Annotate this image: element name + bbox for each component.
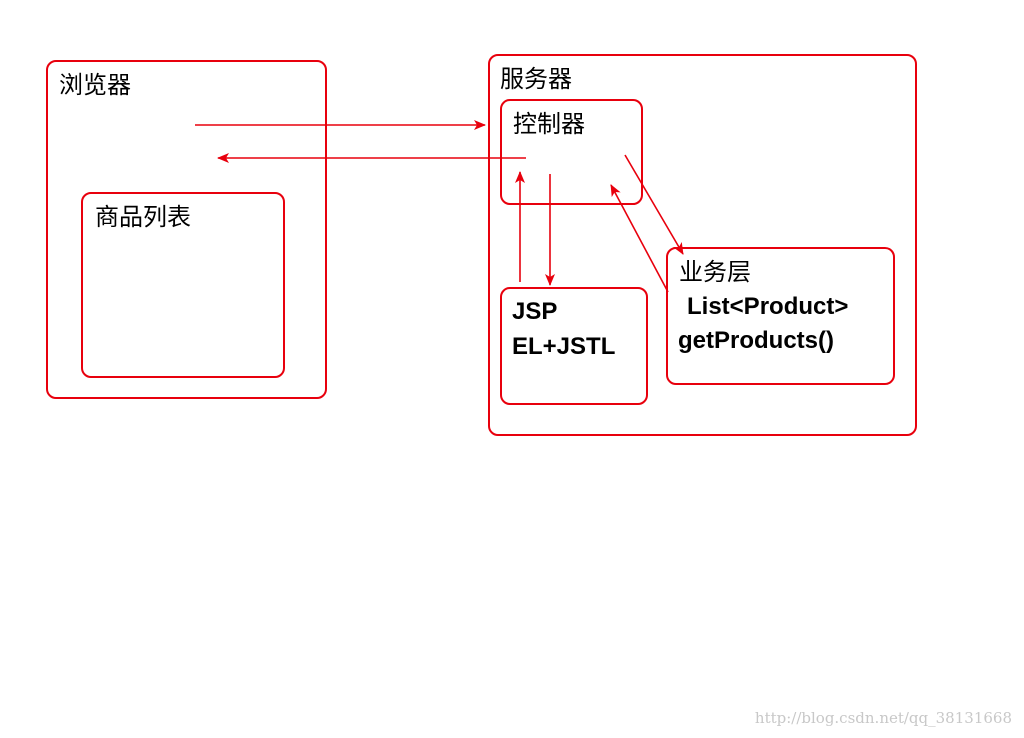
browser-label: 浏览器	[59, 71, 131, 99]
server-box	[488, 54, 917, 436]
business-layer-line1: List<Product>	[687, 293, 848, 320]
browser-box	[46, 60, 327, 399]
server-label: 服务器	[500, 65, 572, 93]
view-line1: JSP	[512, 298, 557, 325]
product-list-label: 商品列表	[95, 203, 191, 231]
business-layer-label: 业务层	[679, 258, 751, 286]
controller-label: 控制器	[513, 110, 585, 138]
business-layer-line2: getProducts()	[678, 327, 834, 354]
controller-box	[500, 99, 643, 205]
business-to-controller-arrow	[610, 184, 669, 293]
product-list-box	[81, 192, 285, 378]
controller-to-business-arrow	[624, 154, 684, 255]
watermark: http://blog.csdn.net/qq_38131668	[755, 709, 1012, 727]
business-layer-box	[666, 247, 895, 385]
view-line2: EL+JSTL	[512, 333, 615, 360]
view-box	[500, 287, 648, 405]
